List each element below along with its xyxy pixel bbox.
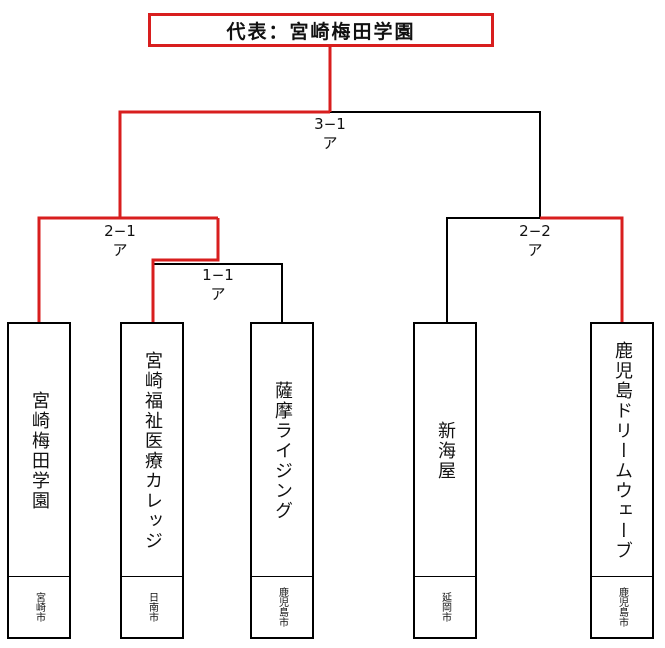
- semi-left-score-value: 2−1: [104, 222, 136, 240]
- team-name: 新海屋: [435, 420, 456, 481]
- line-sf-right-left: [446, 217, 540, 323]
- first-round-score-note: ア: [210, 285, 226, 303]
- team-name: 宮崎福祉医療カレッジ: [142, 350, 163, 551]
- semi-right-score-note: ア: [527, 241, 543, 259]
- final-score-note: ア: [322, 134, 338, 152]
- first-round-score-value: 1−1: [202, 266, 234, 284]
- team-box: 薩摩ライジング 鹿児島市: [250, 322, 314, 639]
- team-city: 宮崎市: [33, 592, 45, 622]
- line-sf-left-up: [118, 110, 330, 218]
- team-city: 鹿児島市: [276, 587, 288, 627]
- final-score-value: 3−1: [314, 115, 346, 133]
- team-divider: [415, 576, 475, 577]
- team-city: 鹿児島市: [616, 587, 628, 627]
- team-box: 宮崎梅田学園 宮崎市: [7, 322, 71, 639]
- team-box: 宮崎福祉医療カレッジ 日南市: [120, 322, 184, 639]
- semi-right-score-value: 2−2: [519, 222, 551, 240]
- team-city: 日南市: [146, 592, 158, 622]
- final-score: 3−1 ア: [310, 115, 350, 153]
- line-final-right: [330, 111, 541, 218]
- semi-left-score-note: ア: [112, 241, 128, 259]
- team-divider: [592, 576, 652, 577]
- team-divider: [252, 576, 312, 577]
- team-name: 薩摩ライジング: [272, 380, 293, 521]
- team-box: 鹿児島ドリームウェーブ 鹿児島市: [590, 322, 654, 639]
- team-divider: [122, 576, 182, 577]
- semi-left-score: 2−1 ア: [100, 222, 140, 260]
- line-sf-right-winner: [540, 216, 624, 323]
- champion-box: 代表：宮崎梅田学園: [148, 13, 494, 47]
- first-round-score: 1−1 ア: [198, 266, 238, 304]
- team-name: 鹿児島ドリームウェーブ: [612, 340, 633, 561]
- team-city: 延岡市: [439, 592, 451, 622]
- line-first-round-right: [153, 263, 283, 323]
- semi-right-score: 2−2 ア: [515, 222, 555, 260]
- champion-label: 代表：宮崎梅田学園: [226, 20, 416, 43]
- team-box: 新海屋 延岡市: [413, 322, 477, 639]
- team-name: 宮崎梅田学園: [29, 390, 50, 511]
- line-sf-left-winner: [37, 216, 218, 323]
- team-divider: [9, 576, 69, 577]
- line-first-round-winner: [151, 218, 220, 323]
